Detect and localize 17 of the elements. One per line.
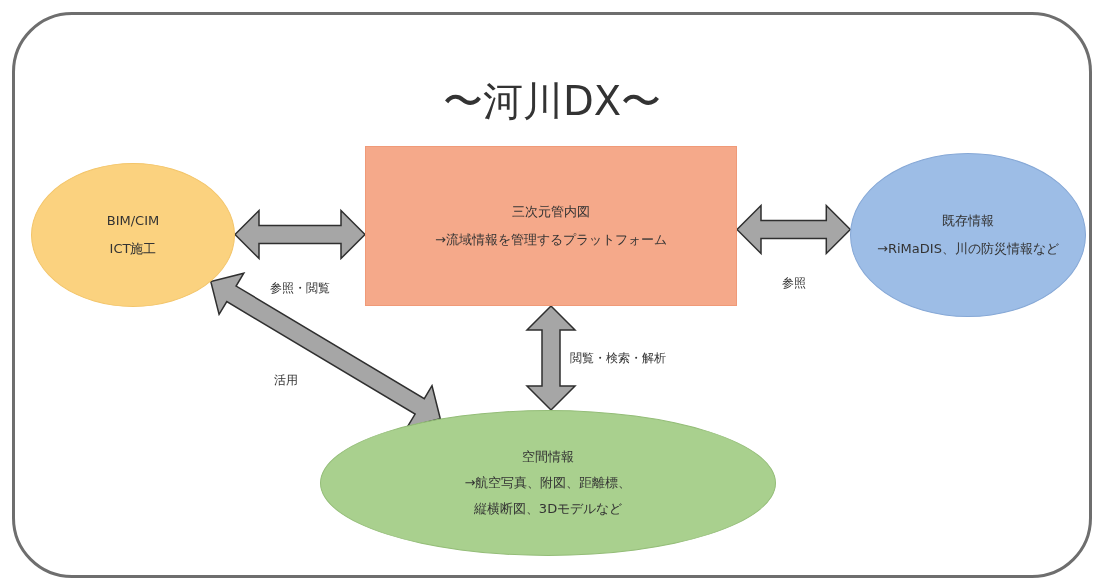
frame-panel [12,12,1092,578]
double-arrow [525,304,577,412]
body-text: ICT施工 [109,240,157,258]
edge-label: 参照 [779,274,808,291]
body-text: →流域情報を管理するプラットフォーム [435,231,667,249]
heading-text: 三次元管内図 [512,203,590,221]
heading-text: 既存情報 [942,212,994,230]
double-arrow [233,208,367,261]
title: 〜河川DX〜 [442,77,662,125]
edge-label: 閲覧・検索・解析 [568,349,668,367]
body-text: →RiMaDIS、川の防災情報など [877,240,1059,258]
edge-label: 活用 [271,371,300,389]
double-arrow [735,203,852,256]
process-box [365,146,737,306]
heading-text: BIM/CIM [106,212,160,230]
heading-text: 空間情報 [522,448,574,466]
body-text: →航空写真、附図、距離標、縦横断図、3Dモデルなど [463,474,633,518]
